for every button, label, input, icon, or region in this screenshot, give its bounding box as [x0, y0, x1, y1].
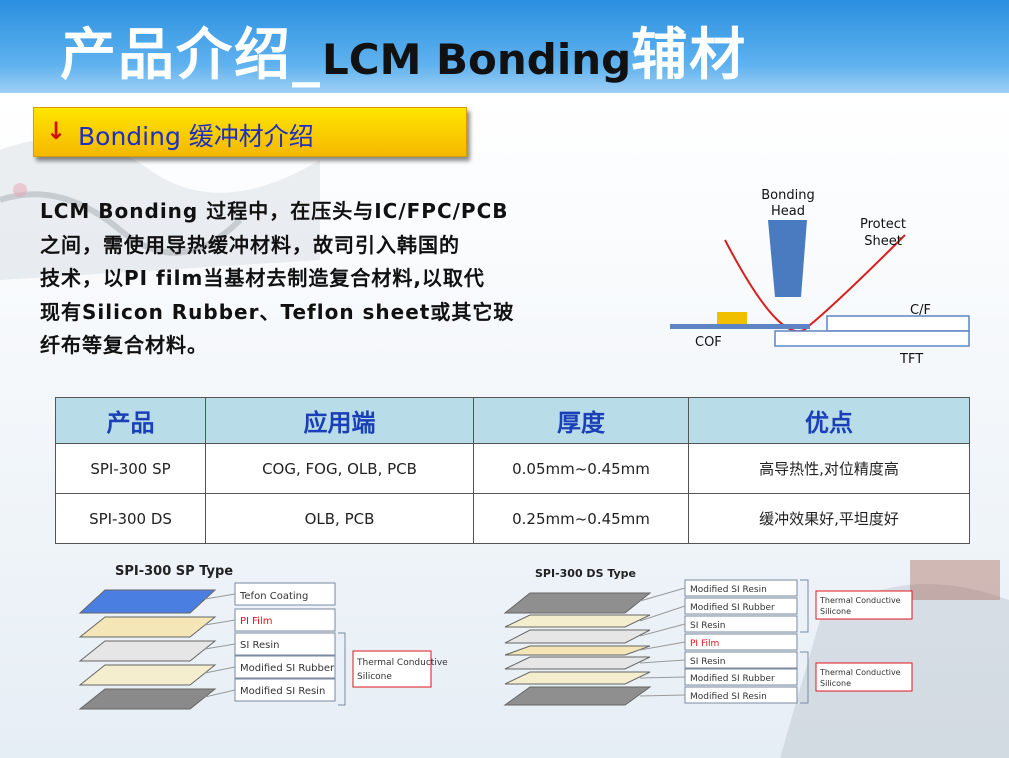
- layer-label-pi: PI Film: [240, 616, 272, 627]
- tft-label: TFT: [899, 352, 923, 367]
- bonding-head-shape: [768, 220, 807, 297]
- table-row: SPI-300 DS OLB, PCB 0.25mm~0.45mm 缓冲效果好,…: [55, 493, 970, 544]
- down-arrow-icon: ↓: [46, 117, 67, 145]
- table-cell: 高导热性,对位精度高: [688, 443, 970, 494]
- layer: [504, 671, 651, 685]
- cf-layer: [826, 315, 970, 332]
- table-row: SPI-300 SP COG, FOG, OLB, PCB 0.05mm~0.4…: [55, 443, 970, 494]
- chip-block: [717, 312, 747, 324]
- table-cell: 0.25mm~0.45mm: [473, 493, 689, 544]
- layer-label: SI Resin: [690, 621, 726, 631]
- section-title-box: ↓ Bonding 缓冲材介绍: [33, 107, 467, 157]
- page-title: 产品介绍_LCM Bonding辅材: [60, 10, 747, 91]
- cf-label: C/F: [910, 303, 931, 318]
- bonding-head-label-2: Head: [771, 204, 805, 219]
- layer-label: SI Resin: [240, 640, 279, 651]
- group-box-top: [815, 590, 913, 620]
- layer-si-resin: [78, 640, 217, 662]
- layer-teflon: [78, 589, 217, 614]
- title-en: LCM Bonding: [322, 35, 632, 84]
- group-bracket-top: [800, 579, 809, 633]
- cof-label: COF: [695, 335, 722, 350]
- intro-paragraph: LCM Bonding 过程中，在压头与IC/FPC/PCB 之间，需使用导热缓…: [40, 195, 640, 363]
- product-table: 产品 应用端 厚度 优点 SPI-300 SP COG, FOG, OLB, P…: [55, 397, 970, 544]
- paragraph-line: LCM Bonding 过程中，在压头与IC/FPC/PCB: [40, 199, 509, 223]
- table-header-row: 产品 应用端 厚度 优点: [55, 397, 970, 444]
- table-cell: 缓冲效果好,平坦度好: [688, 493, 970, 544]
- sp-type-title: SPI-300 SP Type: [115, 564, 233, 579]
- paragraph-line: 现有Silicon Rubber、Teflon sheet或其它玻: [40, 299, 515, 324]
- layer-mod-rubber: [78, 664, 217, 686]
- section-title: Bonding 缓冲材介绍: [78, 122, 314, 151]
- layer-label: Tefon Coating: [239, 591, 308, 602]
- layer: [504, 656, 651, 670]
- protect-sheet-label: Protect: [860, 217, 906, 232]
- col-header: 产品: [55, 397, 206, 444]
- ds-type-title: SPI-300 DS Type: [535, 567, 636, 580]
- sp-type-diagram: SPI-300 SP Type Tefon Coating PI Film SI…: [78, 564, 448, 710]
- table-cell: SPI-300 DS: [55, 493, 206, 544]
- group-label: Thermal Conductive: [356, 658, 448, 668]
- col-header: 应用端: [205, 397, 474, 444]
- layer-label: Modified SI Resin: [690, 692, 767, 702]
- layer-label: Modified SI Rubber: [690, 674, 775, 684]
- page-header: 产品介绍_LCM Bonding辅材: [0, 0, 1009, 93]
- paragraph-line: 技术，以PI film当基材去制造复合材料,以取代: [40, 266, 485, 291]
- tft-layer: [774, 330, 970, 347]
- layer-label: Modified SI Resin: [690, 585, 767, 595]
- group-label: Silicone: [357, 672, 392, 682]
- cof-strip: [670, 324, 810, 329]
- layer: [504, 645, 651, 656]
- layer-pi: [78, 616, 217, 638]
- col-header: 厚度: [473, 397, 689, 444]
- group-label: Thermal Conductive: [819, 596, 901, 605]
- bonding-diagram: Bonding Head Protect Sheet C/F COF TFT: [670, 188, 970, 367]
- layer: [504, 629, 651, 644]
- layer: [503, 592, 652, 614]
- group-label: Silicone: [820, 607, 851, 616]
- paragraph-line: 纤布等复合材料。: [40, 333, 208, 358]
- group-box: [352, 650, 432, 688]
- table-cell: 0.05mm~0.45mm: [473, 443, 689, 494]
- group-bracket: [338, 632, 346, 706]
- table-cell: COG, FOG, OLB, PCB: [205, 443, 474, 494]
- layer-label: Modified SI Rubber: [240, 663, 335, 674]
- group-label: Silicone: [820, 679, 851, 688]
- group-box-bottom: [815, 662, 913, 692]
- layer: [503, 686, 652, 706]
- ds-type-diagram: SPI-300 DS Type Modified SI Resin Modifi…: [503, 567, 913, 706]
- group-bracket-bottom: [800, 651, 809, 704]
- table-cell: SPI-300 SP: [55, 443, 206, 494]
- title-cn: 产品介绍_: [60, 22, 322, 88]
- title-cn-2: 辅材: [631, 22, 748, 88]
- table-cell: OLB, PCB: [205, 493, 474, 544]
- bonding-head-label: Bonding: [761, 188, 814, 203]
- paragraph-line: 之间，需使用导热缓冲材料，故司引入韩国的: [40, 232, 460, 257]
- layer-label: SI Resin: [690, 657, 726, 667]
- layer-label: Modified SI Rubber: [690, 603, 775, 613]
- col-header: 优点: [688, 397, 970, 444]
- layer-label: Modified SI Resin: [240, 686, 325, 697]
- protect-sheet-label-2: Sheet: [864, 234, 902, 249]
- layer: [504, 614, 651, 628]
- layer-mod-resin: [78, 688, 217, 710]
- layer-label-pi: PI Film: [690, 639, 719, 649]
- group-label: Thermal Conductive: [819, 668, 901, 677]
